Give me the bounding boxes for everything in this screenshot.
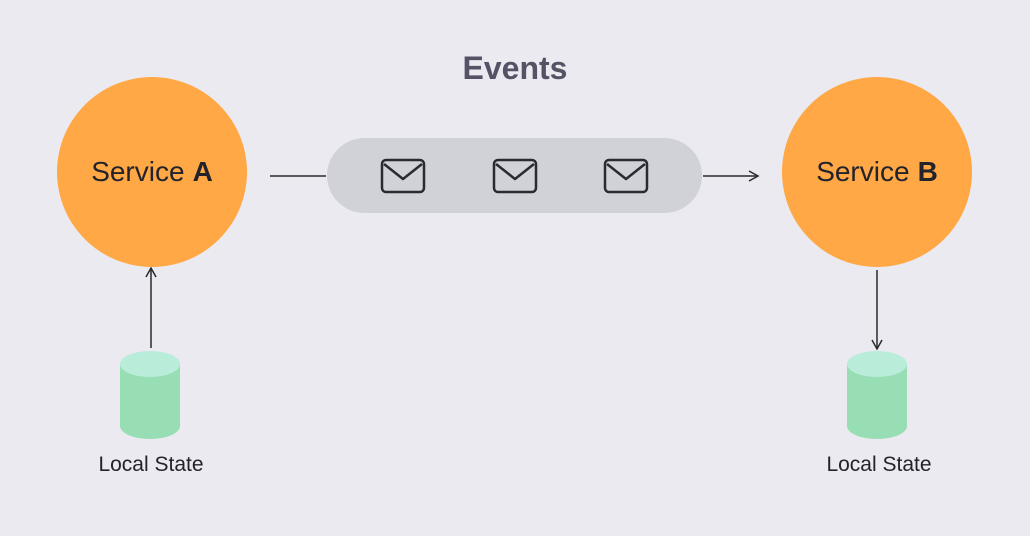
envelope-icon [492,158,538,194]
store-a-label: Local State [98,453,204,476]
service-b-letter: B [917,156,938,187]
service-b-name: Service [816,156,910,187]
database-icon [847,351,907,439]
diagram-title: Events [462,50,568,86]
database-icon [120,351,180,439]
service-a-name: Service [91,156,185,187]
event-queue [327,138,702,213]
envelope-icon [603,158,649,194]
store-b-label: Local State [826,453,932,476]
envelope-icon [380,158,426,194]
service-a-letter: A [192,156,213,187]
